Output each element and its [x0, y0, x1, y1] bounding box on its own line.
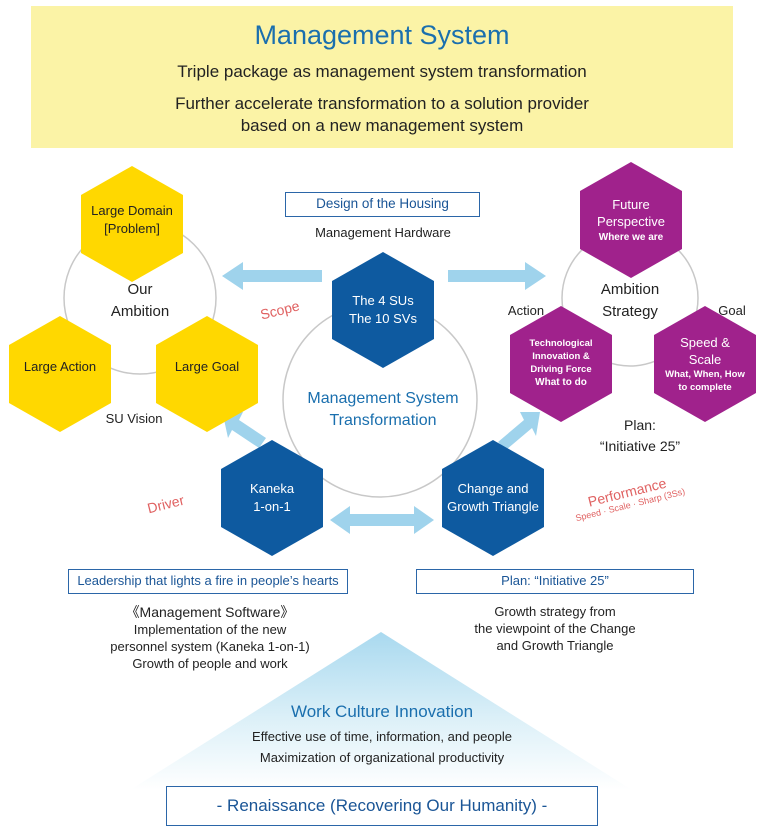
- sus-svs-label: The 4 SUs The 10 SVs: [332, 281, 434, 339]
- plan-line2: “Initiative 25”: [599, 438, 681, 454]
- su-vision-label: SU Vision: [105, 411, 163, 426]
- future-line1: Future: [612, 196, 650, 212]
- large-domain-line1: Large Domain: [91, 203, 173, 219]
- renaissance-box: - Renaissance (Recovering Our Humanity) …: [166, 786, 598, 826]
- center-circle-label: Management System Transformation: [283, 384, 483, 436]
- speed-scale-label: Speed & Scale What, When, How to complet…: [654, 334, 756, 394]
- our-ambition-line2: Ambition: [110, 303, 170, 320]
- speed-line3: What, When, How: [665, 368, 745, 380]
- arrow-horizontal: [330, 506, 434, 534]
- kaneka-label: Kaneka 1-on-1: [221, 469, 323, 527]
- our-ambition-label: Our Ambition: [90, 278, 190, 324]
- large-goal-label: Large Goal: [174, 359, 240, 375]
- hex-large-action: [9, 316, 111, 432]
- sus-line1: The 4 SUs: [352, 293, 414, 309]
- hex-technological: [510, 306, 612, 422]
- hex-future-perspective: [580, 162, 682, 278]
- design-housing-box: Design of the Housing: [285, 192, 480, 217]
- ambition-strategy-label: Ambition Strategy: [580, 278, 680, 324]
- header-subtitle-2-line2: based on a new management system: [240, 116, 524, 135]
- software-desc-line3: Growth of people and work: [132, 656, 288, 671]
- change-growth-label: Change and Growth Triangle: [436, 469, 550, 527]
- management-software-label: 《Management Software》: [125, 604, 295, 620]
- hex-large-goal: [156, 316, 258, 432]
- change-line1: Change and: [457, 481, 529, 497]
- our-ambition-line1: Our: [127, 281, 153, 299]
- future-line2: Perspective: [597, 214, 665, 230]
- culture-triangle: [130, 632, 632, 790]
- speed-line4: to complete: [678, 381, 732, 393]
- growth-desc-line1: Growth strategy from: [494, 604, 616, 619]
- tech-line2: Innovation &: [532, 350, 590, 362]
- software-desc-line1: Implementation of the new: [133, 622, 287, 637]
- ambition-strategy-line2: Strategy: [602, 303, 658, 320]
- hex-speed-scale: [654, 306, 756, 422]
- tech-line3: Driving Force: [530, 363, 592, 375]
- arrow-up-left: [222, 410, 266, 448]
- hex-sus-svs: [332, 252, 434, 368]
- ambition-strategy-line1: Ambition: [600, 281, 660, 299]
- software-desc-line2: personnel system (Kaneka 1-on-1): [110, 639, 310, 654]
- future-line3: Where we are: [598, 231, 664, 243]
- header-subtitle-2-line1: Further accelerate transformation to a s…: [175, 94, 589, 113]
- culture-line2: Maximization of organizational productiv…: [259, 750, 505, 765]
- tech-line4: What to do: [535, 377, 587, 389]
- kaneka-line1: Kaneka: [249, 481, 295, 497]
- goal-label: Goal: [718, 303, 746, 318]
- speed-line2: Scale: [688, 352, 722, 368]
- technological-label: Technological Innovation & Driving Force…: [510, 336, 612, 392]
- plan-line1: Plan:: [624, 417, 656, 433]
- hex-change-growth: [442, 440, 544, 556]
- large-action-label: Large Action: [23, 359, 97, 375]
- arrow-right: [448, 262, 546, 290]
- tech-line1: Technological: [529, 338, 593, 350]
- header-subtitle-2: Further accelerate transformation to a s…: [31, 93, 733, 137]
- center-circle-line2: Transformation: [329, 412, 437, 429]
- header-subtitle-1: Triple package as management system tran…: [177, 62, 587, 81]
- svs-line2: The 10 SVs: [349, 311, 417, 326]
- kaneka-line2: 1-on-1: [253, 499, 291, 514]
- culture-title: Work Culture Innovation: [290, 702, 474, 721]
- speed-line1: Speed &: [680, 334, 730, 350]
- page-title: Management System: [254, 20, 510, 50]
- growth-desc-line3: and Growth Triangle: [496, 638, 614, 653]
- software-desc: Implementation of the new personnel syst…: [100, 621, 320, 672]
- arrow-left: [222, 262, 322, 290]
- plan-initiative-box: Plan: “Initiative 25”: [416, 569, 694, 594]
- leadership-box: Leadership that lights a fire in people’…: [68, 569, 348, 594]
- hex-kaneka: [221, 440, 323, 556]
- arrow-up-right: [498, 412, 540, 450]
- change-line2: Growth Triangle: [447, 499, 539, 514]
- large-domain-line2: [Problem]: [104, 221, 160, 236]
- plan-initiative-label: Plan: “Initiative 25”: [580, 413, 700, 459]
- header-panel: Management System Triple package as mana…: [31, 6, 733, 148]
- culture-line1: Effective use of time, information, and …: [252, 729, 512, 744]
- action-label: Action: [507, 303, 545, 318]
- hex-large-domain: [81, 166, 183, 282]
- growth-strategy-desc: Growth strategy from the viewpoint of th…: [440, 603, 670, 654]
- future-perspective-label: Future Perspective Where we are: [580, 191, 682, 249]
- management-hardware-label: Management Hardware: [315, 225, 451, 240]
- large-domain-label: Large Domain [Problem]: [81, 195, 183, 245]
- growth-desc-line2: the viewpoint of the Change: [474, 621, 636, 636]
- center-circle-line1: Management System: [307, 390, 459, 408]
